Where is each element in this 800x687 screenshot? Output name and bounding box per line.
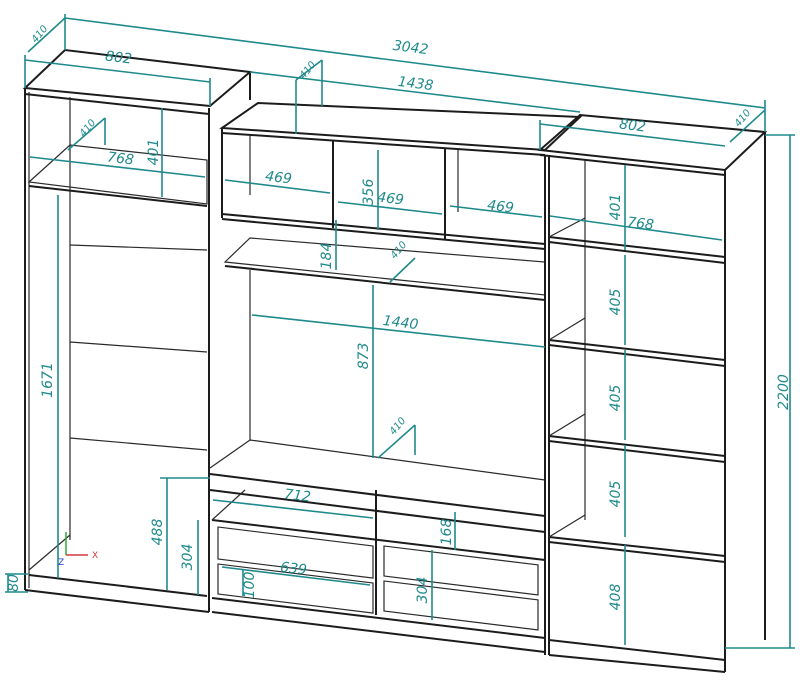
middle-width-label: 1438 [397, 74, 434, 94]
right-shelf-1-label: 405 [608, 289, 624, 316]
niche-height-label: 168 [439, 519, 455, 546]
cubby-height-label: 356 [361, 179, 377, 206]
overall-height-label: 2200 [776, 374, 792, 410]
tv-width-label: 1440 [382, 313, 419, 333]
plinth-label: 80 [6, 574, 22, 592]
right-shelf-2-label: 405 [608, 385, 624, 412]
cubby-3-width-label: 469 [486, 197, 515, 216]
left-tower [22, 48, 253, 613]
right-shelf-3-label: 405 [608, 481, 624, 508]
right-shelf-4-label: 408 [608, 584, 624, 611]
depth-label: 410 [733, 108, 754, 130]
depth-label: 410 [298, 60, 319, 82]
axis-indicator: X Z [58, 532, 98, 568]
left-shelf-height-label: 401 [146, 139, 162, 166]
drawer-height-label: 100 [242, 572, 258, 599]
dimension-lines [5, 14, 795, 649]
right-tower [537, 113, 768, 673]
right-tower-width-label: 802 [618, 116, 647, 135]
left-tower-width-label: 802 [104, 48, 133, 67]
left-shelf-width-label: 768 [106, 149, 135, 168]
tv-height-label: 873 [356, 343, 372, 370]
shelf-gap-label: 184 [319, 243, 335, 270]
niche-width-label: 712 [283, 486, 312, 505]
z-axis-label: Z [58, 558, 64, 568]
depth-label: 410 [78, 118, 99, 140]
right-shelf-height-label: 401 [608, 194, 624, 221]
drawer-block-height-right-label: 304 [415, 577, 431, 604]
overall-width-label: 3042 [392, 38, 429, 58]
drawer-block-height-label: 304 [180, 544, 196, 571]
right-shelf-width-label: 768 [626, 214, 655, 233]
door-height-label: 1671 [40, 362, 56, 398]
x-axis-label: X [92, 551, 98, 561]
base-height-label: 488 [150, 519, 166, 546]
middle-section [209, 101, 583, 655]
drawer-width-label: 639 [279, 559, 308, 578]
dimension-labels: 3042 1438 802 802 2200 768 401 768 401 4… [6, 24, 792, 611]
cubby-2-width-label: 469 [376, 189, 405, 208]
cubby-1-width-label: 469 [264, 168, 293, 187]
